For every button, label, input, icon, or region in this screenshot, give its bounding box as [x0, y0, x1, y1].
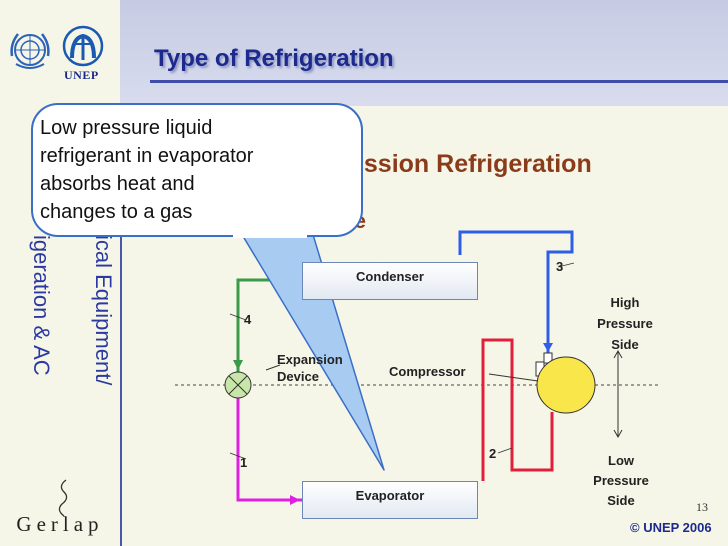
point-3-label: 3 [556, 259, 564, 274]
page-number: 13 [696, 500, 708, 514]
callout-line-4: changes to a gas [40, 201, 193, 223]
unep-logo-icon [62, 25, 104, 67]
callout-line-3: absorbs heat and [40, 173, 195, 195]
low-side-line-3: Side [607, 493, 635, 508]
expansion-label-line-2: Device [277, 369, 319, 384]
evaporator-box: Evaporator [302, 481, 478, 519]
point-2-label: 2 [489, 446, 497, 461]
low-side-line-2: Pressure [593, 473, 649, 488]
copyright: © UNEP 2006 [630, 520, 712, 535]
condenser-box: Condenser [302, 262, 478, 300]
condenser-label: Condenser [356, 269, 424, 284]
point-4-label: 4 [244, 312, 252, 327]
callout-line-1: Low pressure liquid [40, 117, 213, 139]
expansion-valve-icon [224, 371, 252, 399]
pipe-low-magenta [236, 398, 302, 502]
unep-logo-label: UNEP [64, 68, 99, 82]
compressor-label: Compressor [389, 364, 466, 379]
callout-text: Low pressure liquid refrigerant in evapo… [40, 114, 340, 226]
main-heading: pression Refrigeration [325, 150, 592, 178]
expansion-device-label: Expansion Device [277, 351, 343, 385]
expansion-label-line-1: Expansion [277, 352, 343, 367]
high-side-line-1: High [610, 295, 640, 310]
sidebar: UNEP ical Equipment/ igeration & AC Gerl… [0, 0, 122, 546]
low-side-line-1: Low [608, 453, 634, 468]
evaporator-label: Evaporator [355, 488, 425, 503]
point-1-label: 1 [240, 455, 248, 470]
callout-bubble [31, 103, 363, 237]
compressor-icon [535, 352, 596, 414]
callout-tail [231, 217, 385, 471]
high-side-line-3: Side [611, 337, 639, 352]
pipe-discharge-red [481, 338, 554, 481]
header-band [120, 0, 728, 106]
high-pressure-side-label: High Pressure Side [585, 292, 665, 355]
high-side-line-2: Pressure [597, 316, 653, 331]
slide-title: Type of Refrigeration [154, 45, 394, 72]
un-emblem-icon [10, 33, 50, 69]
callout-line-2: refrigerant in evaporator [40, 145, 254, 167]
gerlap-logo-icon [58, 479, 68, 517]
pipe-suction-blue [458, 230, 574, 365]
low-pressure-side-label: Low Pressure Side [581, 451, 661, 511]
gerlap-logo-label: Gerlap [16, 512, 104, 536]
header-divider [150, 80, 728, 83]
